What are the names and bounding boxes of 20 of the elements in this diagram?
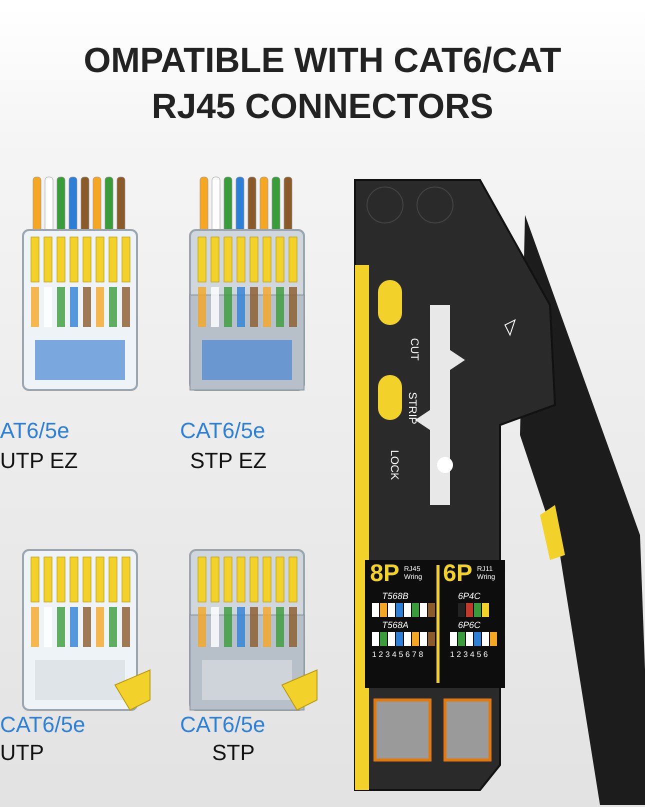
wiring-standard-label: T568A (382, 620, 409, 630)
connector-label: STP (212, 740, 255, 766)
heading: OMPATIBLE WITH CAT6/CAT RJ45 CONNECTORS (82, 40, 562, 128)
function-label: LOCK (388, 450, 400, 480)
wiring-standard-label: 6P6C (458, 620, 481, 630)
pin-count-label: 8P (370, 560, 400, 588)
wiring-standard-label: 6P4C (458, 591, 481, 601)
pin-count-label: 6P (443, 560, 472, 588)
connector-label: AT6/5e (0, 418, 70, 444)
connector-label: CAT6/5e (0, 712, 86, 738)
wiring-standard-label: T568B (382, 591, 409, 601)
function-label: CUT (408, 338, 420, 361)
connector-label: STP EZ (190, 448, 267, 474)
pin-numbers: 1 2 3 4 5 6 7 8 (372, 650, 424, 659)
connector-label: CAT6/5e (180, 418, 266, 444)
connector-label: CAT6/5e (180, 712, 266, 738)
function-label: STRIP (406, 392, 418, 424)
pin-numbers: 1 2 3 4 5 6 (450, 650, 488, 659)
connector-label: UTP (0, 740, 44, 766)
connector-label: UTP EZ (0, 448, 78, 474)
